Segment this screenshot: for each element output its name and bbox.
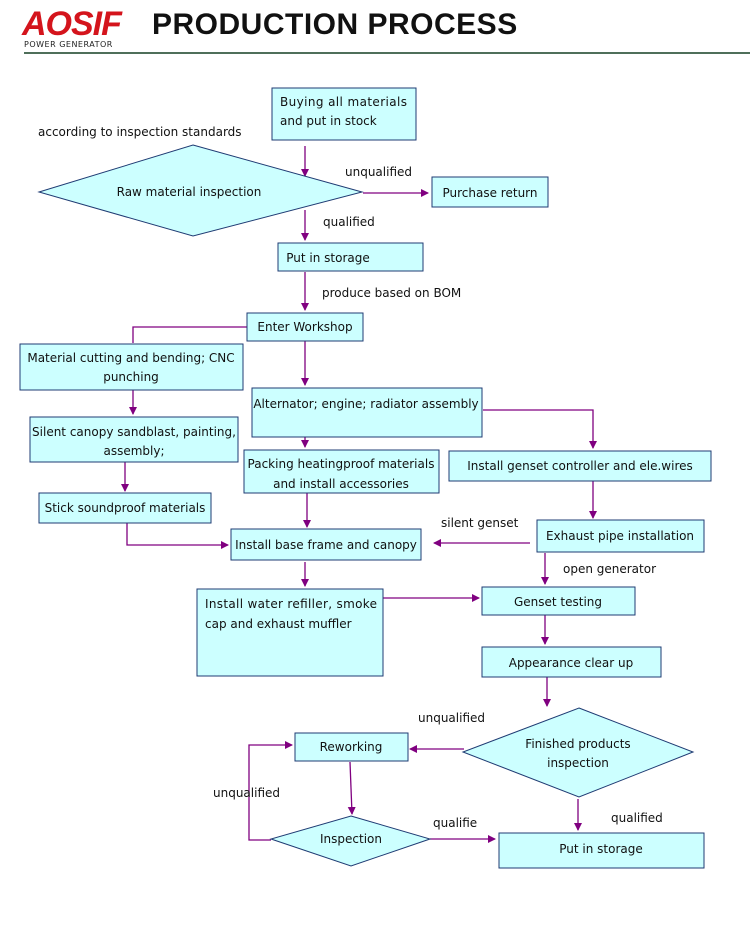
node-base-frame [230, 528, 422, 561]
connectors [121, 146, 597, 843]
node-exhaust-pipe [536, 519, 705, 553]
node-put-in-storage-1 [277, 242, 424, 272]
text-packing-2: and install accessories [273, 477, 409, 491]
label-unqualified-3: unqualified [213, 786, 280, 800]
node-alternator-assembly [251, 387, 483, 438]
page-title: PRODUCTION PROCESS [152, 8, 518, 41]
text-cutting-2: punching [103, 370, 159, 384]
text-appearance: Appearance clear up [509, 656, 634, 670]
label-qualified-2: qualified [611, 811, 663, 825]
edge-labels: according to inspection standards unqual… [38, 125, 663, 830]
text-water-1: Install water refiller, smoke [205, 597, 377, 611]
node-purchase-return [431, 176, 549, 208]
text-packing-1: Packing heatingproof materials [248, 457, 435, 471]
text-controller: Install genset controller and ele.wires [467, 459, 693, 473]
text-genset-testing: Genset testing [514, 595, 602, 609]
nodes [19, 87, 712, 869]
node-reworking [294, 732, 409, 762]
text-buy-2: and put in stock [280, 114, 377, 128]
label-qualified-1: qualified [323, 215, 375, 229]
text-put-storage-2: Put in storage [559, 842, 643, 856]
text-enter-workshop: Enter Workshop [257, 320, 352, 334]
text-soundproof: Stick soundproof materials [45, 501, 206, 515]
label-silent-genset: silent genset [441, 516, 519, 530]
label-open-generator: open generator [563, 562, 656, 576]
label-qualifie: qualifie [433, 816, 477, 830]
node-buy-materials [271, 87, 417, 141]
text-put-storage-1: Put in storage [286, 251, 370, 265]
text-purchase-return: Purchase return [443, 186, 538, 200]
node-finished-inspection [461, 707, 695, 798]
arrow-workshop-to-cutting [132, 326, 247, 343]
text-raw-inspection: Raw material inspection [117, 185, 262, 199]
text-reworking: Reworking [320, 740, 383, 754]
node-silent-canopy [29, 416, 239, 463]
label-unqualified-2: unqualified [418, 711, 485, 725]
text-finished-2: inspection [547, 756, 609, 770]
arrow-soundproof-to-baseframe [126, 523, 229, 549]
text-inspection: Inspection [320, 832, 382, 846]
node-soundproof [38, 492, 212, 524]
node-genset-controller [448, 450, 712, 482]
text-cutting-1: Material cutting and bending; CNC [27, 351, 234, 365]
node-water-refiller [196, 588, 384, 677]
node-enter-workshop [246, 312, 364, 342]
label-produce-bom: produce based on BOM [322, 286, 461, 300]
text-water-2: cap and exhaust muffler [205, 617, 352, 631]
text-buy-1: Buying all materials [280, 95, 407, 109]
node-appearance [481, 646, 662, 678]
logo-subtitle: POWER GENERATOR [24, 40, 113, 49]
node-genset-testing [481, 586, 636, 616]
text-exhaust: Exhaust pipe installation [546, 529, 694, 543]
page-header: AOSIF POWER GENERATOR PRODUCTION PROCESS [0, 0, 750, 56]
text-canopy-2: assembly; [103, 444, 164, 458]
text-finished-1: Finished products [525, 737, 630, 751]
node-material-cutting [19, 343, 244, 391]
node-inspection [269, 815, 432, 867]
logo-text: AOSIF [22, 5, 122, 43]
company-logo: AOSIF POWER GENERATOR [22, 5, 132, 49]
text-base-frame: Install base frame and canopy [235, 538, 417, 552]
arrow-alternator-to-controller [483, 409, 597, 449]
node-packing [243, 449, 440, 494]
text-alternator: Alternator; engine; radiator assembly [253, 397, 478, 411]
node-raw-material-inspection [37, 144, 364, 237]
node-texts: Buying all materials and put in stock Ra… [27, 95, 694, 856]
label-unqualified-1: unqualified [345, 165, 412, 179]
text-canopy-1: Silent canopy sandblast, painting, [32, 425, 236, 439]
header-divider [24, 52, 750, 54]
arrow-reworking-to-inspection [347, 761, 356, 815]
label-according: according to inspection standards [38, 125, 242, 139]
arrow-inspection-to-reworking [248, 741, 293, 841]
node-put-in-storage-2 [498, 832, 705, 869]
